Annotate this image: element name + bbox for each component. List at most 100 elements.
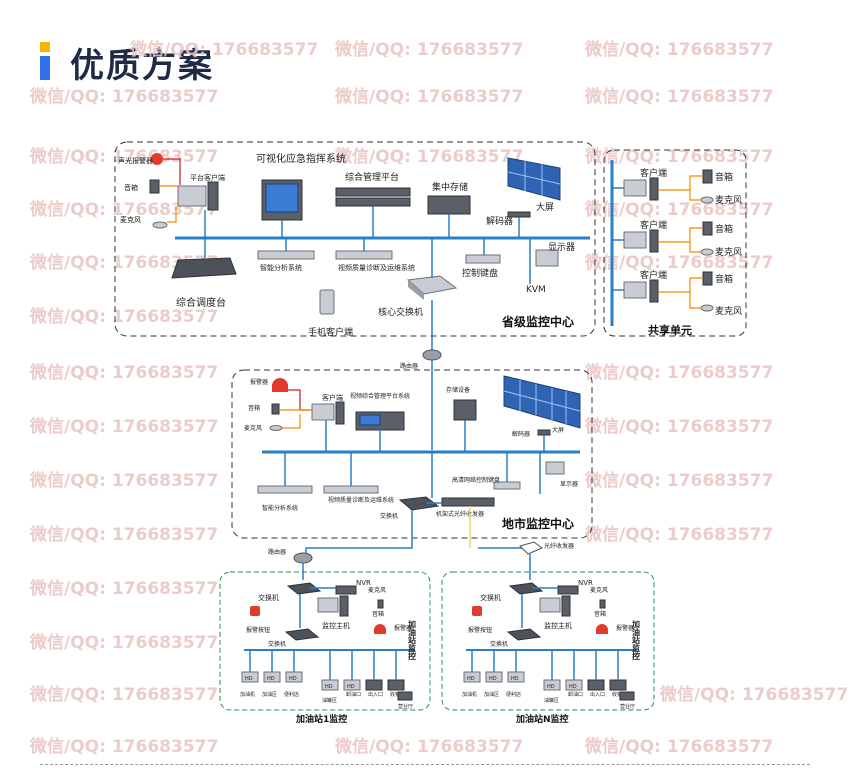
camera-hd-label: HD bbox=[569, 684, 577, 690]
watermark: 微信/QQ: 176683577 bbox=[584, 199, 773, 220]
camera-label: 加油区 bbox=[484, 691, 499, 698]
client-tower-icon bbox=[207, 181, 219, 211]
mgmt-server-icon bbox=[335, 187, 411, 197]
watermark: 微信/QQ: 176683577 bbox=[29, 524, 218, 545]
speaker-icon bbox=[599, 599, 606, 609]
fiber-transceiver-icon bbox=[519, 541, 543, 555]
alarm-icon bbox=[272, 378, 288, 392]
title-accent-bar bbox=[40, 42, 50, 80]
label: 大屏 bbox=[536, 201, 554, 213]
watermark: 微信/QQ: 176683577 bbox=[29, 684, 218, 705]
label: 报警按钮 bbox=[246, 626, 270, 634]
client-tower-icon bbox=[649, 279, 659, 303]
city-center: 报警器 音箱 麦克风 客户端 视频综合管理平台系统 存储设备 大屏 解码器 bbox=[231, 369, 593, 539]
dispatch-console-icon bbox=[171, 257, 237, 279]
camera-icon bbox=[609, 679, 627, 691]
label: 交换机 bbox=[490, 640, 508, 648]
stationN-cameras: HD 加油机 HD 加油区 HD 便利店 HD 油罐区 HD 卸油口 出入口 收… bbox=[462, 650, 635, 710]
mic-icon bbox=[700, 196, 714, 204]
label: 手机客户端 bbox=[308, 326, 353, 338]
mic-icon bbox=[700, 304, 714, 312]
label: 客户端 bbox=[640, 269, 667, 281]
rack-fiber-transceiver-icon bbox=[441, 497, 495, 507]
label: 交换机 bbox=[380, 512, 398, 520]
label: 路由器 bbox=[268, 548, 286, 556]
label: 声光报警器 bbox=[118, 156, 153, 165]
host-monitor-icon bbox=[317, 597, 339, 613]
shared-client-3: 客户端 音箱 麦克风 bbox=[612, 269, 742, 317]
label: 集中存储 bbox=[432, 181, 468, 193]
station1-zone-label: 加油站1监控 bbox=[295, 713, 347, 725]
client-monitor-icon bbox=[177, 185, 207, 207]
label: NVR bbox=[356, 579, 371, 587]
camera-icon bbox=[387, 679, 405, 691]
client-monitor-icon bbox=[623, 179, 647, 197]
camera-label: 便利店 bbox=[506, 691, 521, 698]
label: 平台客户端 bbox=[190, 173, 225, 182]
label: 核心交换机 bbox=[378, 306, 423, 318]
video-wall-icon bbox=[503, 375, 581, 429]
label: 客户端 bbox=[640, 167, 667, 179]
page-title: 优质方案 bbox=[70, 46, 214, 86]
mobile-phone-icon bbox=[319, 289, 335, 315]
host-monitor-icon bbox=[539, 597, 561, 613]
label: 音箱 bbox=[372, 610, 384, 618]
label: 报警器 bbox=[616, 624, 634, 632]
label: 综合管理平台 bbox=[345, 171, 399, 183]
camera-hd-label: HD bbox=[267, 676, 275, 682]
label: 麦克风 bbox=[715, 246, 742, 258]
mic-icon bbox=[152, 221, 168, 229]
router-icon bbox=[293, 552, 313, 564]
storage-icon bbox=[427, 195, 471, 215]
camera-icon bbox=[587, 679, 605, 691]
quality-server-icon bbox=[335, 250, 393, 260]
label: NVR bbox=[578, 579, 593, 587]
city-switch-icon bbox=[398, 496, 440, 511]
label: 显示器 bbox=[560, 481, 578, 488]
label: 麦克风 bbox=[715, 194, 742, 206]
label: 机架式光纤收发器 bbox=[436, 510, 484, 518]
alarm-icon bbox=[374, 624, 386, 634]
camera-hd-label: HD bbox=[489, 676, 497, 682]
camera-label: 加油机 bbox=[462, 691, 477, 698]
label: 解码器 bbox=[486, 215, 513, 227]
station-switch-icon bbox=[286, 582, 322, 595]
label: 客户端 bbox=[322, 393, 343, 402]
analytics-server-icon bbox=[257, 250, 315, 260]
label: 音箱 bbox=[715, 273, 733, 285]
label: 报警器 bbox=[250, 378, 268, 386]
alarm-icon bbox=[596, 624, 608, 634]
watermark: 微信/QQ: 176683577 bbox=[584, 86, 773, 107]
camera-label: 加油区 bbox=[262, 691, 277, 698]
label: 视频综合管理平台系统 bbox=[350, 392, 410, 400]
watermark: 微信/QQ: 176683577 bbox=[29, 252, 218, 273]
label: 音箱 bbox=[248, 404, 260, 412]
label: 报警按钮 bbox=[468, 626, 492, 634]
watermark: 微信/QQ: 176683577 bbox=[29, 416, 218, 437]
client-monitor-icon bbox=[623, 231, 647, 249]
label: 解码器 bbox=[512, 430, 530, 438]
watermark: 微信/QQ: 176683577 bbox=[334, 39, 523, 60]
camera-label: 卸油口 bbox=[346, 691, 361, 698]
label: 客户端 bbox=[640, 219, 667, 231]
mic-icon bbox=[269, 425, 283, 431]
watermark: 微信/QQ: 176683577 bbox=[584, 252, 773, 273]
speaker-icon bbox=[149, 179, 160, 194]
label: 大屏 bbox=[552, 426, 564, 434]
station-switch-icon bbox=[508, 582, 544, 595]
label: 视频质量诊断及运维系统 bbox=[328, 496, 394, 504]
label: 报警器 bbox=[394, 624, 412, 632]
label: 高清网络控制键盘 bbox=[452, 476, 500, 484]
watermark: 微信/QQ: 176683577 bbox=[129, 39, 318, 60]
label: 智能分析系统 bbox=[262, 504, 298, 512]
decoder-icon bbox=[507, 211, 531, 218]
watermark: 微信/QQ: 176683577 bbox=[29, 86, 218, 107]
camera-hd-label: HD bbox=[289, 676, 297, 682]
stationN-frame bbox=[441, 571, 655, 711]
quality-server-icon bbox=[323, 485, 379, 494]
watermark: 微信/QQ: 176683577 bbox=[334, 86, 523, 107]
watermark: 微信/QQ: 176683577 bbox=[584, 146, 773, 167]
shared-unit: 客户端 音箱 麦克风 客户端 音箱 麦克风 客户端 bbox=[603, 149, 747, 337]
label: 音箱 bbox=[715, 171, 733, 183]
watermark: 微信/QQ: 176683577 bbox=[584, 362, 773, 383]
